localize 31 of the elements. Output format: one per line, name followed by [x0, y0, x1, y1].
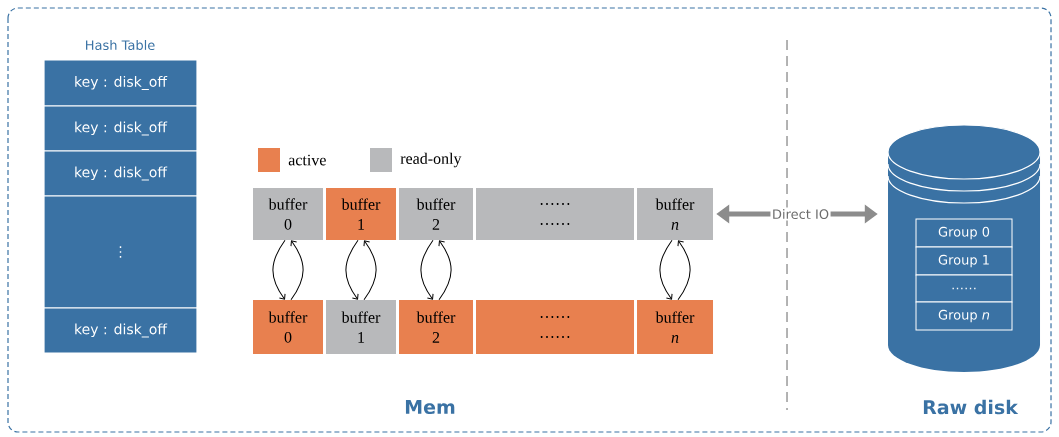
swap-arrow: [290, 240, 304, 301]
swap-arrow: [272, 239, 286, 300]
section-label: Mem: [405, 399, 455, 415]
buffer-cell: buffer 0: [253, 188, 323, 240]
buffer-cell: buffer 2: [399, 300, 473, 354]
swap-arrow: [438, 240, 452, 301]
swap-arrow: [363, 240, 377, 301]
buffer-cell: buffer n: [637, 188, 713, 240]
table-row: key : disk_off: [43, 59, 198, 107]
group-row: Group 1: [915, 246, 1013, 276]
buffer-cell: …… ……: [476, 188, 634, 240]
buffer-cell: buffer 1: [326, 188, 396, 240]
legend-label: read-only: [400, 152, 462, 168]
table-row: key : disk_off: [43, 105, 198, 152]
group-row: ……: [915, 274, 1013, 303]
buffer-cell: …… ……: [476, 300, 634, 354]
buffer-cell: buffer 1: [326, 300, 396, 354]
buffer-cell: buffer n: [637, 300, 713, 354]
swap-arrow: [677, 240, 691, 301]
table-row: key : disk_off: [43, 150, 198, 197]
swap-arrow: [420, 239, 434, 300]
legend-label: active: [288, 154, 326, 166]
swap-arrow: [345, 239, 359, 300]
group-row: Group n: [915, 301, 1013, 331]
section-label: Raw disk: [923, 399, 1019, 415]
group-row: Group 0: [915, 218, 1013, 248]
buffer-cell: buffer 2: [399, 188, 473, 240]
table-row: key : disk_off: [43, 307, 198, 354]
swap-arrow: [659, 239, 673, 300]
edge-label: Direct IO: [770, 207, 831, 221]
buffer-cell: buffer 0: [253, 300, 323, 354]
